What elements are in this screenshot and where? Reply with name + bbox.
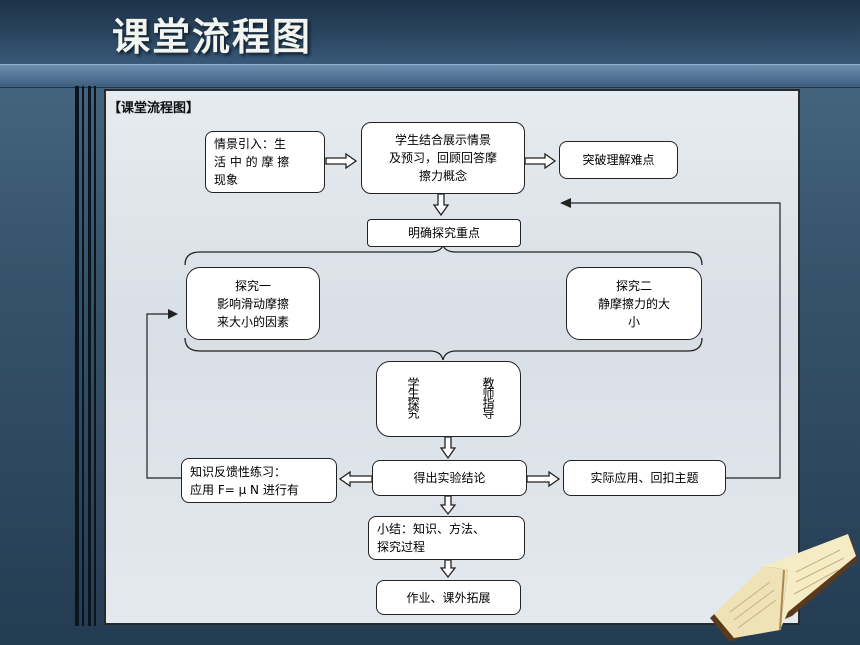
header-band xyxy=(0,0,860,64)
key-point-text: 明确探究重点 xyxy=(407,226,480,240)
left-rule-1 xyxy=(75,86,79,626)
conclusion-node: 得出实验结论 xyxy=(372,460,527,496)
summary-node: 小结：知识、方法、 探究过程 xyxy=(368,516,525,560)
feedback-text: 知识反馈性练习： 应用 F= μ N 进行有 xyxy=(190,464,299,497)
teacher-guide-text: 教师指导 xyxy=(481,377,495,417)
explore-one-node: 探究一 影响滑动摩擦 来大小的因素 xyxy=(186,267,320,340)
key-point-node: 明确探究重点 xyxy=(367,219,521,247)
application-text: 实际应用、回扣主题 xyxy=(590,471,699,485)
explore-one-text: 探究一 影响滑动摩擦 来大小的因素 xyxy=(216,278,289,329)
conclusion-text: 得出实验结论 xyxy=(413,471,486,485)
left-rule-2 xyxy=(82,86,84,626)
breakthrough-node: 突破理解难点 xyxy=(559,141,678,179)
summary-text: 小结：知识、方法、 探究过程 xyxy=(377,522,486,554)
open-book-illustration xyxy=(710,534,858,642)
intro-text: 情景引入：生 活 中 的 摩 擦 现象 xyxy=(214,137,290,187)
review-text: 学生结合展示情景 及预习，回顾回答摩 擦力概念 xyxy=(388,133,497,183)
homework-text: 作业、课外拓展 xyxy=(406,590,491,605)
student-teacher-node xyxy=(376,361,521,437)
left-rule-4 xyxy=(94,86,96,626)
intro-node: 情景引入：生 活 中 的 摩 擦 现象 xyxy=(205,131,325,193)
homework-node: 作业、课外拓展 xyxy=(376,580,521,615)
slide-title: 课堂流程图 xyxy=(112,15,313,59)
breakthrough-text: 突破理解难点 xyxy=(582,153,655,167)
left-rule-3 xyxy=(88,86,91,626)
feedback-node: 知识反馈性练习： 应用 F= μ N 进行有 xyxy=(181,458,337,503)
explore-two-text: 探究二 静摩擦力的大 小 xyxy=(597,278,670,329)
panel-label: 【课堂流程图】 xyxy=(108,101,200,116)
explore-two-node: 探究二 静摩擦力的大 小 xyxy=(566,267,702,340)
application-node: 实际应用、回扣主题 xyxy=(563,460,726,496)
student-explore-text: 学生探究 xyxy=(406,377,420,417)
header-strip xyxy=(0,64,860,88)
review-node: 学生结合展示情景 及预习，回顾回答摩 擦力概念 xyxy=(361,122,525,194)
